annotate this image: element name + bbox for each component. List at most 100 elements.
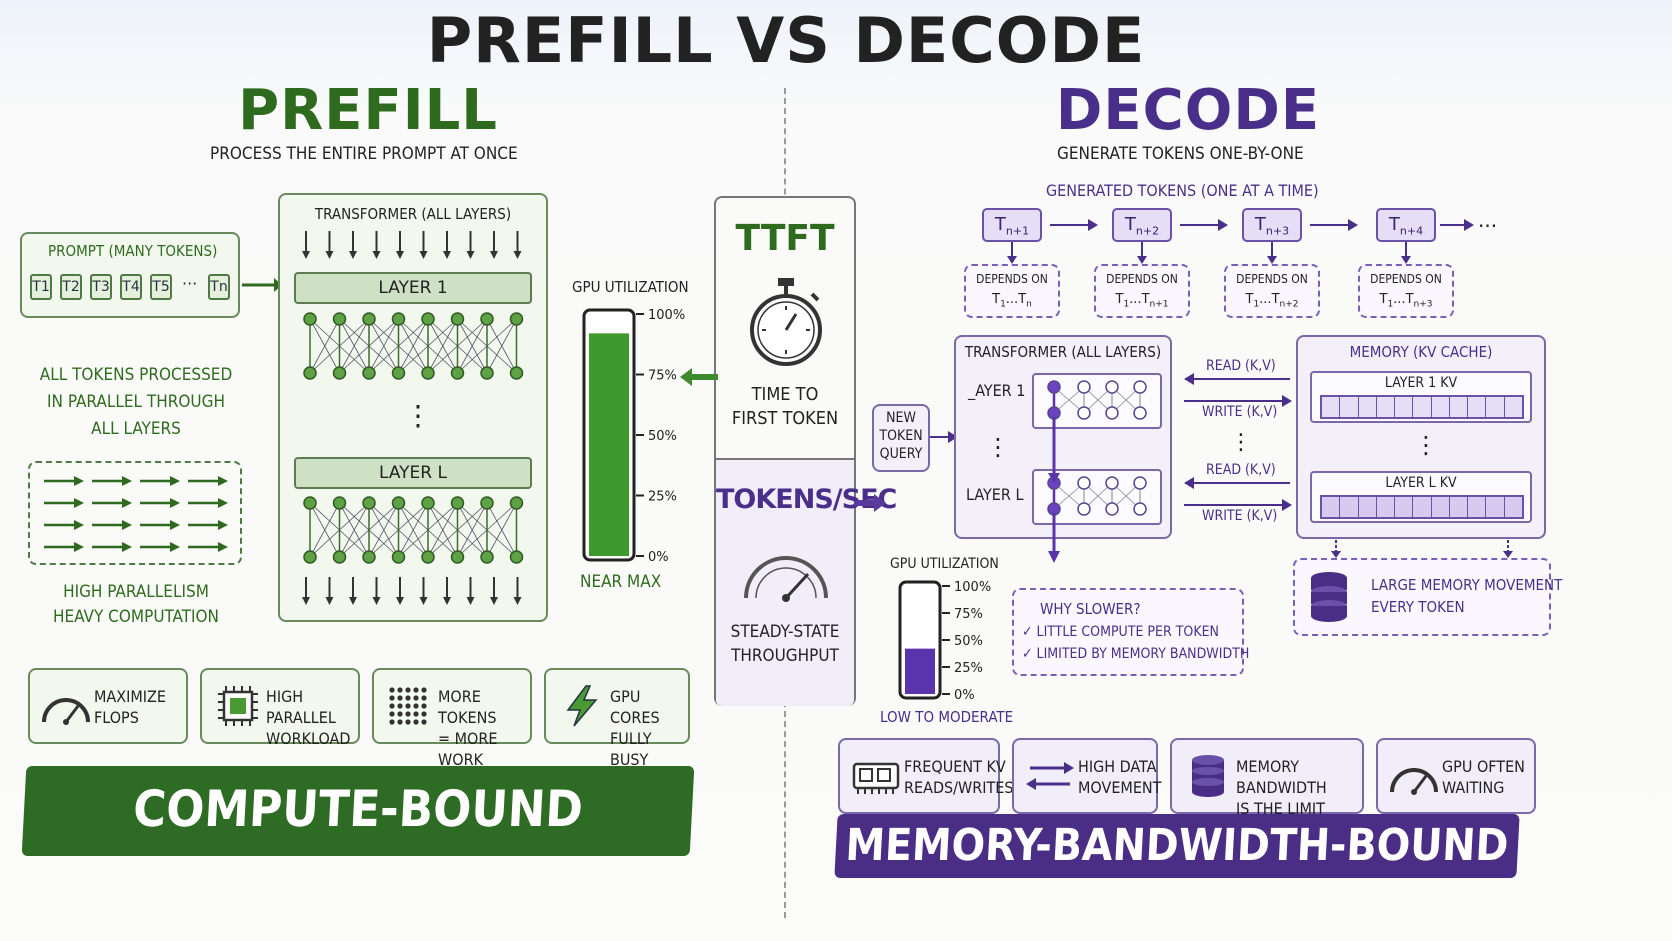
dependency-base: T (1115, 292, 1124, 307)
parallel-arrow (92, 520, 132, 530)
neuron (480, 366, 494, 380)
info-card-line-2: WAITING (1442, 778, 1505, 797)
write-kv-L-arrow (1184, 499, 1292, 511)
memory-module-icon (852, 762, 900, 794)
kv-layer-L-cells (1320, 495, 1524, 519)
net-edge (339, 502, 370, 558)
speedometer-icon (744, 556, 828, 602)
parallel-arrow (188, 542, 228, 552)
read-kv-1-arrow (1184, 373, 1290, 385)
flow-arrow (466, 577, 475, 605)
dependency-base: T (1018, 292, 1027, 307)
dependency-sep: ... (1129, 292, 1142, 307)
dependency-label: DEPENDS ON (976, 272, 1048, 286)
flow-arrow (325, 231, 334, 259)
gpu-tick-label: 25% (648, 490, 677, 505)
neuron (480, 312, 494, 326)
read-kv-L: READ (K,V) (1206, 462, 1276, 478)
decode-transformer-box: TRANSFORMER (ALL LAYERS) _AYER 1 ⋮ LAYER… (954, 335, 1172, 563)
parallel-arrow (140, 542, 180, 552)
dependency-base: T (1245, 292, 1254, 307)
net-edge (427, 502, 458, 558)
decode-layer-L-label: LAYER L (966, 485, 1024, 504)
prompt-token: T1 (30, 274, 52, 300)
neuron (332, 312, 347, 326)
neuron (509, 312, 524, 326)
gpu-bar-fill (589, 333, 629, 556)
next-token-arrow (1310, 219, 1358, 231)
net-edge (427, 318, 458, 374)
neuron (1133, 476, 1147, 490)
memory-bandwidth-bound-banner: MEMORY-BANDWIDTH-BOUND (834, 814, 1520, 878)
info-card: MORE TOKENS= MORE WORK (372, 668, 532, 769)
kv-down-arrows (1331, 540, 1513, 558)
generated-tokens-more: ··· (1478, 214, 1498, 238)
neuron (480, 550, 494, 564)
prefill-gpu-gauge: 100%75%50%25%0% (582, 308, 685, 564)
prompt-token: T3 (90, 274, 112, 300)
dependency-range: T1...Tn (966, 292, 1058, 310)
ttft-to-prefill-gpu-arrow (680, 368, 718, 386)
kv-ellipsis: ⋮ (1414, 431, 1438, 459)
info-card-line-1: FREQUENT KV (904, 757, 1006, 776)
new-token-query-box: NEW TOKEN QUERY (872, 404, 930, 472)
compute-bound-banner: COMPUTE-BOUND (21, 766, 695, 856)
info-card-line-1: MORE TOKENS (438, 687, 497, 727)
neuron (1077, 476, 1091, 490)
parallel-arrow (140, 520, 180, 530)
flow-arrow (1048, 551, 1060, 563)
hp-line-1: HIGH PARALLELISM (63, 582, 209, 602)
neuron (1047, 380, 1061, 394)
dependency-sub-end: n+1 (1149, 299, 1169, 310)
flow-arrow (513, 231, 522, 259)
dependency-base: T (1379, 292, 1388, 307)
neuron (1105, 380, 1119, 394)
flow-arrow (466, 231, 475, 259)
decode-gpu-caption: LOW TO MODERATE (880, 708, 1014, 726)
write-kv-L: WRITE (K,V) (1202, 508, 1278, 524)
parallel-arrow (92, 542, 132, 552)
database-icon (1311, 572, 1347, 622)
info-card-line-1: HIGH DATA (1078, 757, 1157, 776)
generated-token-sub: n+1 (1005, 224, 1030, 238)
down-arrow (1401, 242, 1411, 264)
info-card-line-1: MEMORY BANDWIDTH (1236, 757, 1327, 797)
new-query-line-1: NEW (886, 410, 916, 426)
memory-movement-box: LARGE MEMORY MOVEMENT EVERY TOKEN (1293, 558, 1562, 636)
dependency-label: DEPENDS ON (1370, 272, 1442, 286)
neuron (1133, 406, 1147, 420)
generated-token: Tn+1 (982, 208, 1042, 242)
flow-arrow (396, 577, 404, 605)
flow-arrow (419, 577, 428, 605)
read-kv-L-arrow (1184, 477, 1290, 489)
gen-more-arrow (1440, 219, 1474, 231)
compute-bound-text: COMPUTE-BOUND (131, 780, 585, 838)
decode-network-diagram (1047, 380, 1147, 563)
prefill-network-diagram (302, 231, 524, 605)
net-edge (368, 502, 399, 558)
neuron (362, 496, 376, 510)
neuron (391, 312, 406, 326)
down-arrow (1267, 242, 1277, 264)
parallel-arrows-icon (44, 476, 228, 552)
gpu-tick-label: 0% (954, 688, 975, 702)
neuron (362, 550, 376, 564)
prompt-label: PROMPT (MANY TOKENS) (48, 242, 218, 260)
decode-transformer-label: TRANSFORMER (ALL LAYERS) (964, 343, 1162, 361)
info-card-text: MORE TOKENS= MORE WORK (438, 686, 530, 770)
dependency-label: DEPENDS ON (1106, 272, 1178, 286)
kv-layer-1-cells (1320, 395, 1524, 419)
decode-gpu-label: GPU UTILIZATION (890, 556, 999, 572)
next-token-arrow (1050, 219, 1098, 231)
dependency-sub-start: 1 (1123, 299, 1130, 310)
dependency-range: T1...Tn+1 (1096, 292, 1188, 310)
flow-arrow (349, 577, 357, 605)
flow-arrow (349, 231, 357, 259)
